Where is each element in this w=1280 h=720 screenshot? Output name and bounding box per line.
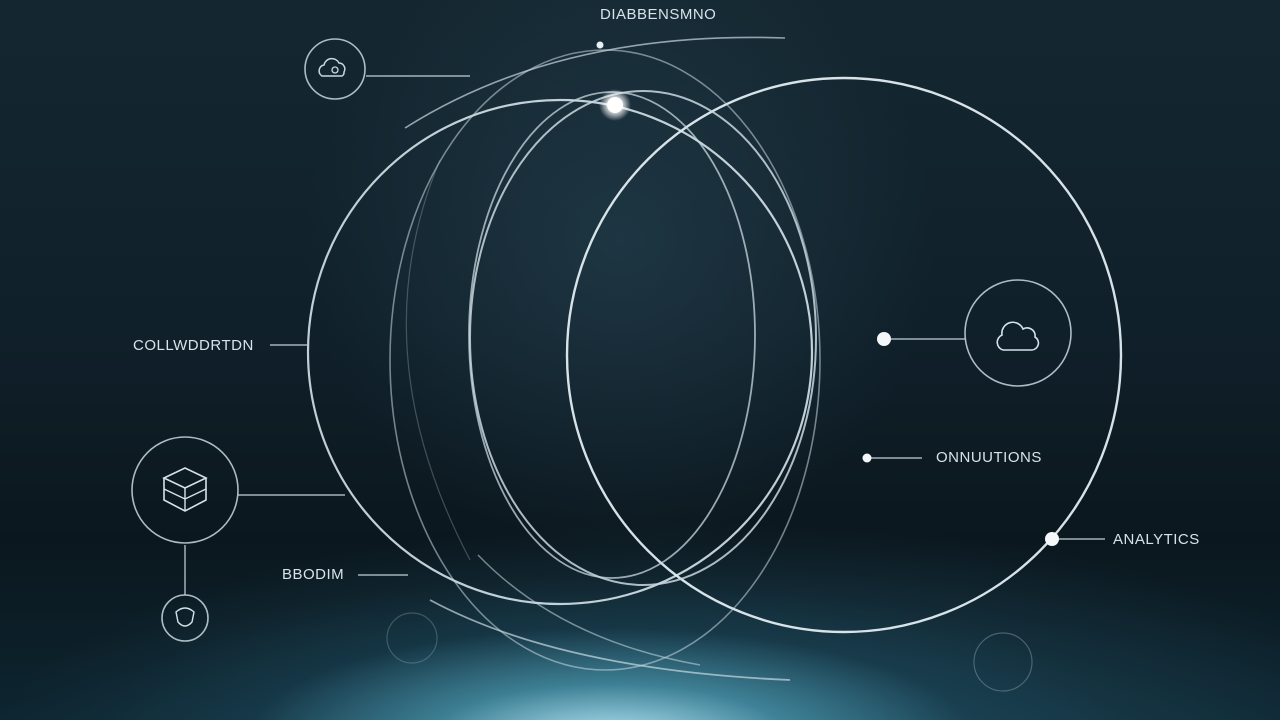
label-right-low: ANALYTICS (1113, 531, 1200, 548)
label-left: COLLWDDRTDN (133, 337, 254, 354)
node-right-low (1045, 532, 1059, 546)
bottom-sweep-arc-2 (477, 554, 701, 666)
cube-stack-icon (131, 436, 239, 544)
right-large-circle (565, 76, 1123, 634)
faint-arc (405, 159, 471, 561)
label-top: DIABBENSMNO (600, 6, 717, 23)
node-right-mid (862, 453, 872, 463)
cloud-icon (964, 279, 1072, 387)
cloud-gear-icon (304, 38, 366, 100)
node-top-small (596, 41, 604, 49)
shield-icon (161, 594, 209, 642)
inner-ring-a (469, 90, 817, 586)
faint-circle-bottom-right (973, 632, 1033, 692)
faint-circle-bottom-left (386, 612, 438, 664)
bottom-sweep-arc-1 (429, 599, 791, 681)
node-top (607, 97, 623, 113)
node-right (877, 332, 891, 346)
label-right-mid: ONNUUTIONS (936, 449, 1042, 466)
left-large-circle (306, 98, 814, 606)
top-sweep-arc (404, 36, 786, 129)
label-bottom-left: BBODIM (282, 566, 345, 583)
